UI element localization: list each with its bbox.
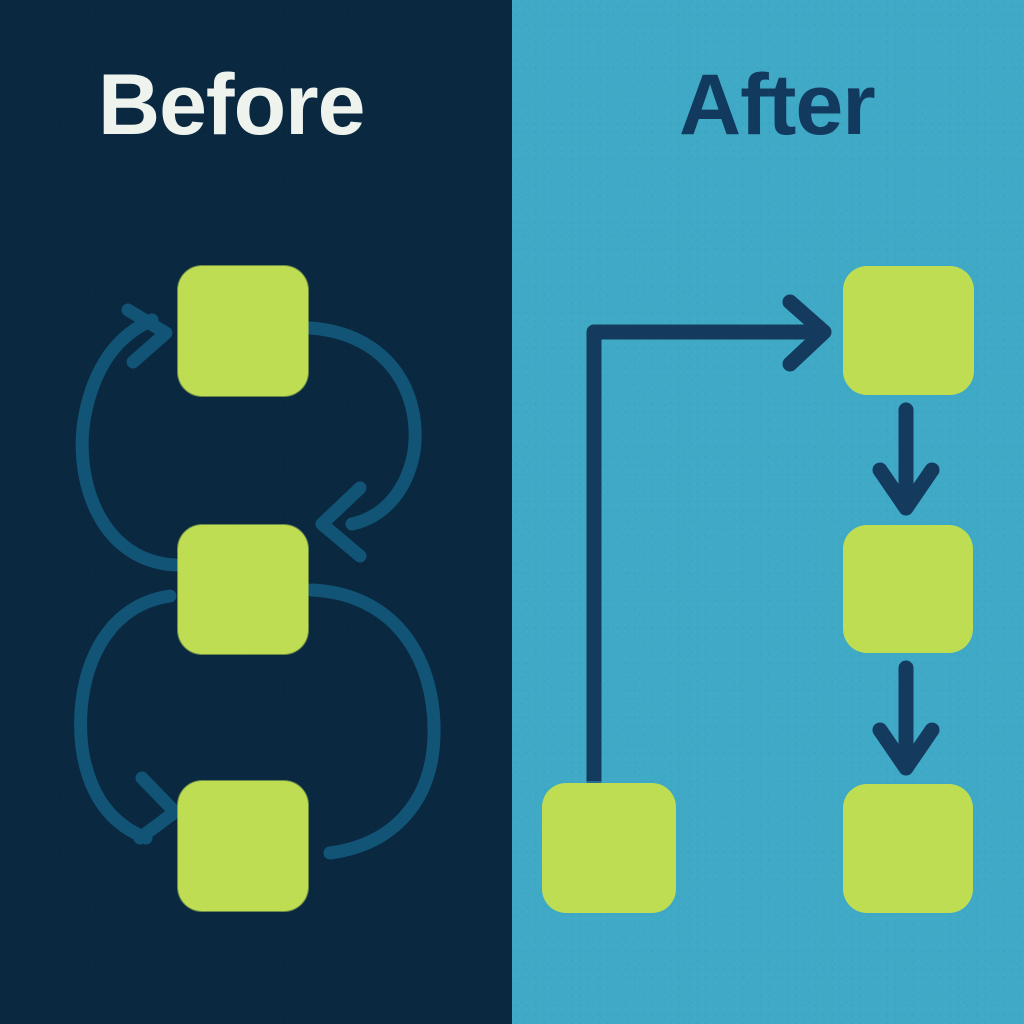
before-loop-upper-right-arrowhead — [315, 481, 367, 563]
after-node-3[interactable] — [843, 784, 973, 913]
after-panel: After — [512, 0, 1024, 1024]
after-node-2[interactable] — [843, 525, 973, 653]
before-node-1[interactable] — [178, 266, 308, 396]
before-panel: Before — [0, 0, 512, 1024]
after-node-4[interactable] — [542, 783, 676, 913]
after-feedback-arrowhead — [782, 294, 832, 372]
before-node-2[interactable] — [178, 525, 308, 654]
before-node-3[interactable] — [178, 781, 308, 911]
after-step-1-arrowhead — [872, 462, 940, 516]
before-loop-lower-left-arrowhead — [133, 771, 182, 845]
after-step-2-arrowhead — [872, 722, 940, 776]
before-loop-upper-left-arc — [75, 313, 182, 572]
after-panel-title: After — [679, 57, 876, 153]
before-loop-lower-right-arc — [305, 583, 441, 860]
before-panel-title: Before — [98, 57, 365, 153]
after-feedback-connector — [586, 324, 830, 798]
after-node-1[interactable] — [843, 266, 974, 395]
before-loop-upper-right-arc — [304, 321, 422, 531]
before-loop-upper-left-arrowhead — [121, 303, 173, 369]
before-loop-lower-left-arc — [74, 589, 177, 845]
